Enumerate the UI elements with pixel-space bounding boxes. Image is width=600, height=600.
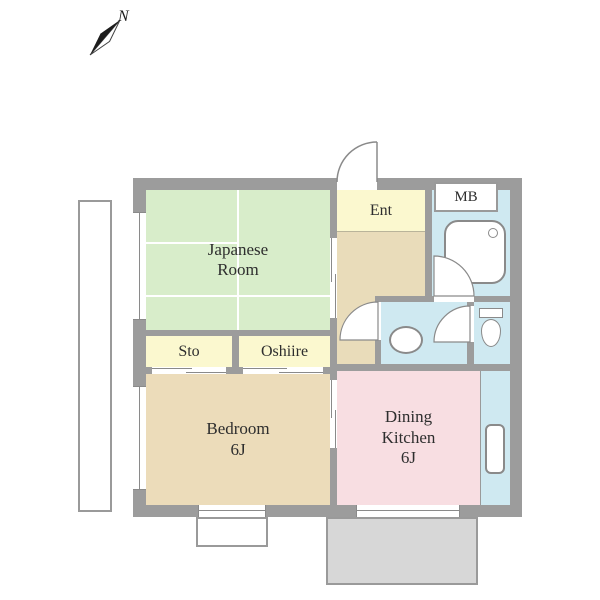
japanese-room-label-line1: Japanese — [207, 239, 269, 259]
storage-label: Sto — [178, 342, 200, 360]
bathtub-drain-icon — [488, 228, 498, 238]
tatami-line — [146, 242, 239, 244]
sliding-door-bedroom-dk — [330, 380, 337, 448]
meter-box-label: MB — [454, 189, 478, 205]
window-bedroom-side — [133, 386, 146, 490]
sliding-door-oshiire — [243, 367, 323, 374]
sliding-door-line — [331, 380, 332, 418]
room-toilet — [474, 302, 510, 364]
tatami-line — [146, 295, 330, 297]
compass: N — [80, 8, 142, 66]
terrace-bottom-right — [326, 517, 478, 585]
entrance-opening — [337, 178, 377, 190]
room-bedroom: Bedroom 6J — [146, 374, 330, 505]
dining-kitchen-label-line2: Kitchen — [381, 427, 436, 447]
room-japanese: Japanese Room — [146, 190, 330, 330]
sliding-door-japanese-hall — [330, 238, 337, 318]
window-japanese-room — [133, 212, 146, 320]
toilet-bowl-icon — [481, 319, 501, 347]
bedroom-label: Bedroom 6J — [206, 419, 269, 460]
window-dining-kitchen — [356, 505, 460, 517]
dining-kitchen-label-line1: Dining — [384, 407, 433, 427]
sliding-door-line — [331, 238, 332, 282]
toilet-icon — [479, 308, 503, 318]
room-hallway — [337, 232, 425, 296]
bathroom-door-opening — [434, 296, 474, 302]
room-oshiire: Oshiire — [239, 336, 330, 367]
bedroom-label-line1: Bedroom — [206, 419, 270, 439]
room-storage: Sto — [146, 336, 232, 367]
meter-box: MB — [434, 182, 498, 212]
sliding-door-line — [243, 368, 287, 369]
room-dining-kitchen: Dining Kitchen 6J — [337, 371, 480, 505]
room-washroom — [381, 302, 467, 364]
japanese-room-label: Japanese Room — [208, 240, 268, 281]
window-bedroom-bottom — [198, 505, 266, 517]
oshiire-label: Oshiire — [260, 342, 309, 360]
compass-needle-icon — [89, 19, 121, 56]
dining-kitchen-label: Dining Kitchen 6J — [382, 407, 436, 468]
compass-needle-black-half — [90, 20, 120, 55]
kitchen-sink-icon — [485, 424, 505, 474]
sliding-door-line — [335, 410, 336, 448]
wash-basin-icon — [389, 326, 423, 354]
dining-kitchen-label-line3: 6J — [400, 448, 417, 468]
room-hallway-passage — [337, 296, 375, 364]
washroom-door-opening — [375, 302, 381, 340]
entrance-door-arc — [336, 141, 378, 183]
entrance-label: Ent — [369, 201, 393, 219]
balcony-left — [78, 200, 112, 512]
japanese-room-label-line2: Room — [217, 260, 259, 279]
bathtub-icon — [444, 220, 506, 284]
tatami-line — [237, 297, 239, 330]
sliding-door-line — [152, 368, 192, 369]
sliding-door-line — [186, 372, 226, 373]
sliding-door-line — [335, 274, 336, 318]
sliding-door-storage — [152, 367, 226, 374]
kitchen-counter — [480, 371, 510, 505]
porch-bottom — [196, 517, 268, 547]
room-entrance: Ent — [337, 190, 425, 232]
toilet-door-opening — [467, 306, 474, 342]
sliding-door-line — [279, 372, 323, 373]
compass-north-label: N — [118, 8, 129, 25]
bedroom-label-line2: 6J — [230, 439, 246, 459]
